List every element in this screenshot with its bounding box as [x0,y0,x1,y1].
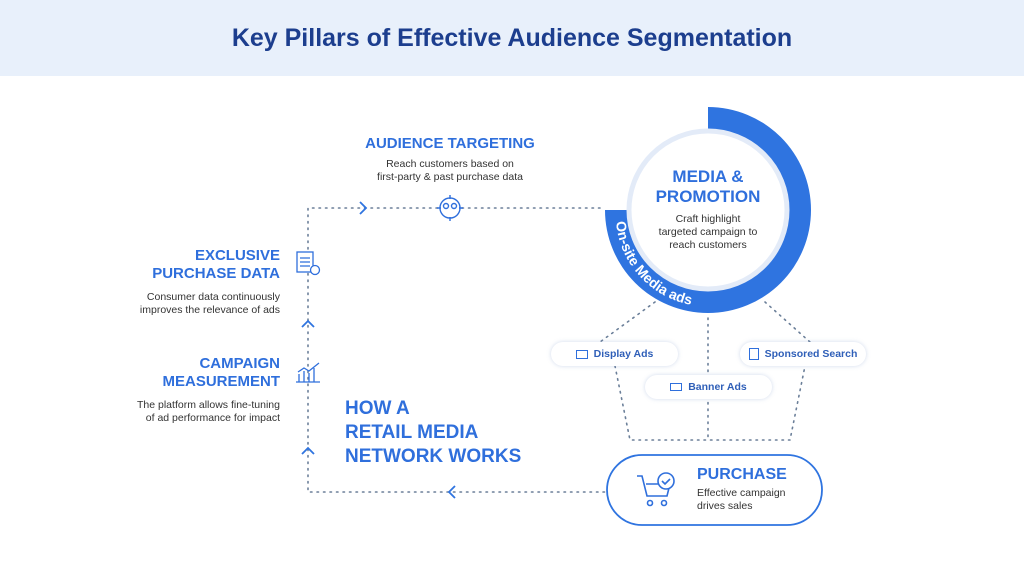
desc: drives sales [697,500,753,512]
heading: PURCHASE DATA [152,265,280,282]
chevron-right-icon [359,201,368,215]
bar-chart-icon [296,362,320,383]
flow-path [307,207,811,493]
purchase: PURCHASE Effective campaign drives sales [697,466,807,513]
desc: first-party & past purchase data [377,171,523,183]
cart-check-icon [637,472,675,507]
banner-icon [670,383,683,391]
chevron-up-icon [301,446,315,455]
monitor-icon [575,349,588,359]
desc: Reach customers based on [386,158,514,170]
media-promotion: MEDIA & PROMOTION Craft highlight target… [628,167,788,252]
label: Display Ads [593,348,654,360]
page-title: Key Pillars of Effective Audience Segmen… [231,23,793,52]
document-icon [296,251,321,276]
heading: MEDIA & [672,167,744,186]
heading: CAMPAIGN [199,355,280,372]
desc: reach customers [669,239,747,251]
target-audience-icon [437,195,463,221]
desc: The platform allows fine-tuning [137,399,280,411]
label: Banner Ads [688,381,747,393]
heading: AUDIENCE TARGETING [365,135,535,152]
header: Key Pillars of Effective Audience Segmen… [0,0,1024,76]
audience-targeting: AUDIENCE TARGETING Reach customers based… [340,135,560,184]
desc: Effective campaign [697,487,786,499]
purchase-pill [606,454,823,526]
heading: PROMOTION [655,187,761,206]
desc: improves the relevance of ads [139,304,280,316]
heading: MEASUREMENT [162,373,280,390]
center-title: HOW A RETAIL MEDIA NETWORK WORKS [345,397,521,469]
desc: of ad performance for impact [145,412,280,424]
banner-ads-pill: Banner Ads [645,375,772,399]
campaign-measurement: CAMPAIGN MEASUREMENT The platform allows… [100,355,280,425]
desc: Craft highlight [675,213,741,225]
center-line: RETAIL MEDIA [345,422,479,443]
center-line: NETWORK WORKS [345,446,522,467]
sponsored-search-pill: Sponsored Search [740,342,866,366]
label: Sponsored Search [764,348,858,360]
chevron-up-icon [301,319,315,328]
heading: EXCLUSIVE [194,247,280,264]
display-ads-pill: Display Ads [551,342,678,366]
desc: Consumer data continuously [146,291,280,303]
center-line: HOW A [345,398,410,419]
search-document-icon [748,348,759,360]
heading: PURCHASE [697,466,787,483]
exclusive-purchase-data: EXCLUSIVE PURCHASE DATA Consumer data co… [100,247,280,317]
chevron-left-icon [447,485,456,499]
desc: targeted campaign to [658,226,758,238]
